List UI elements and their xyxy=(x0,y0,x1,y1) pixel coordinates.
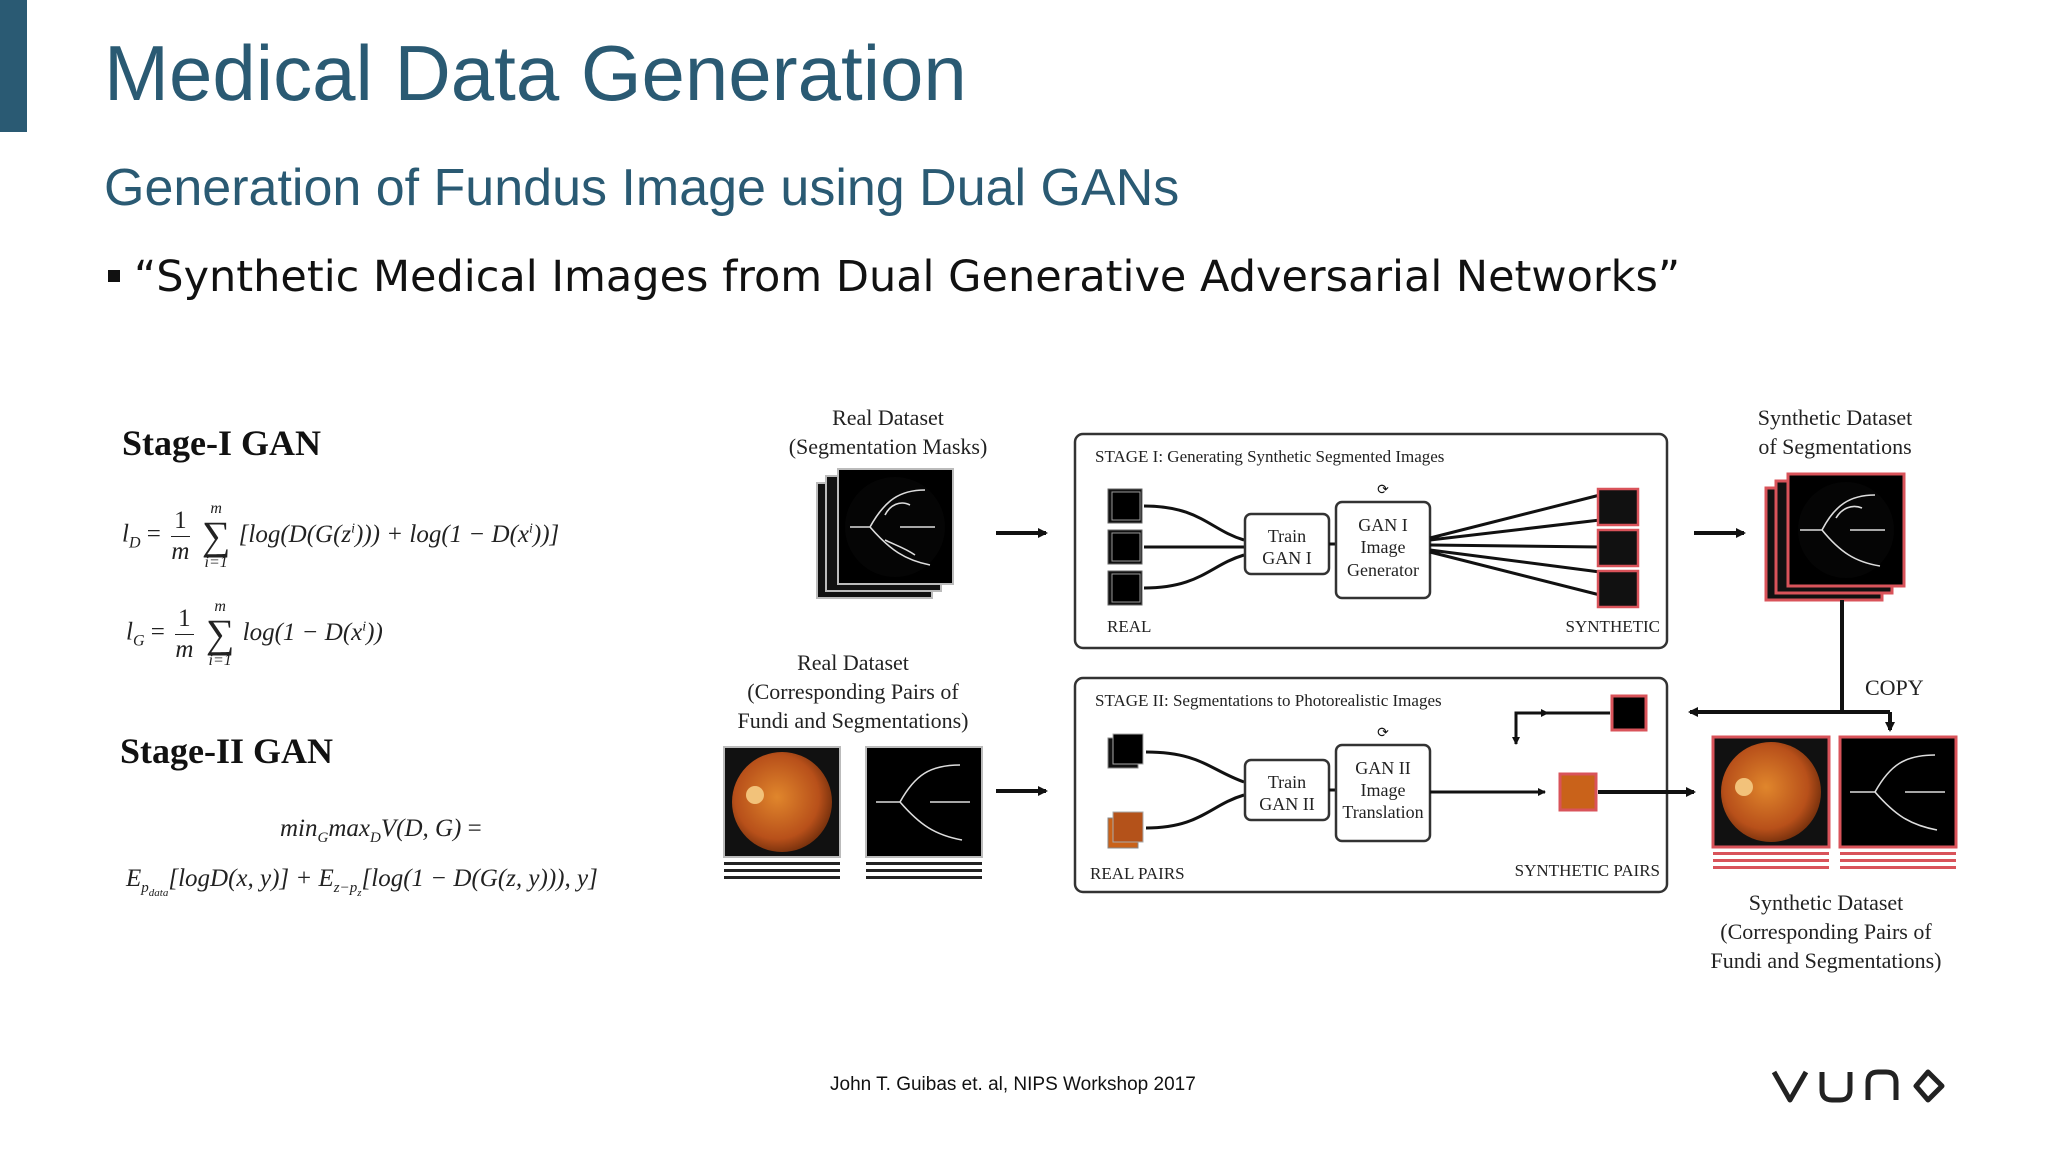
real-fundus-image xyxy=(723,746,841,879)
train-gan1-label-1: Train xyxy=(1268,526,1306,546)
synthetic-seg-stack xyxy=(1764,472,1906,602)
synthetic-segmentation-image xyxy=(1838,735,1958,869)
stage1-input-curves xyxy=(1143,504,1245,590)
arrow-synthseg-to-gan2 xyxy=(1512,711,1610,745)
stage1-box-title: STAGE I: Generating Synthetic Segmented … xyxy=(1095,447,1444,466)
stage2-input-curves xyxy=(1145,750,1245,830)
label-real-pairs: REAL PAIRS xyxy=(1090,864,1185,883)
train-gan1-label-2: GAN I xyxy=(1262,548,1312,568)
stage1-real-thumbs xyxy=(1107,488,1143,606)
stage1-output-lines xyxy=(1429,493,1601,597)
real-masks-label-1: Real Dataset xyxy=(832,405,944,430)
gan1-gen-label-1: GAN I xyxy=(1358,515,1408,535)
train-gan2-label-2: GAN II xyxy=(1259,794,1315,814)
slide-title: Medical Data Generation xyxy=(104,29,967,117)
label-copy: COPY xyxy=(1865,675,1924,700)
real-pairs-label-3: Fundi and Segmentations) xyxy=(738,708,969,733)
synth-pairs-label-1: Synthetic Dataset xyxy=(1749,890,1904,915)
stage2-box-title: STAGE II: Segmentations to Photorealisti… xyxy=(1095,691,1442,710)
train-gan2-label-1: Train xyxy=(1268,772,1306,792)
slide-subtitle: Generation of Fundus Image using Dual GA… xyxy=(104,159,1180,217)
vuno-logo xyxy=(1771,1069,1945,1103)
stage1-synthetic-thumbs xyxy=(1596,487,1640,609)
gan2-gen-label-1: GAN II xyxy=(1355,758,1411,778)
accent-bar xyxy=(0,0,27,132)
stage2-synth-fundus-thumb xyxy=(1558,772,1598,812)
real-pairs-label-2: (Corresponding Pairs of xyxy=(747,679,959,704)
synth-pairs-label-3: Fundi and Segmentations) xyxy=(1711,948,1942,973)
stage2-synth-seg-thumb xyxy=(1610,694,1648,732)
gan2-gen-label-3: Translation xyxy=(1342,802,1423,822)
real-masks-stack xyxy=(816,468,954,599)
bullet-text: “Synthetic Medical Images from Dual Gene… xyxy=(134,252,1681,302)
stage2-heading: Stage-II GAN xyxy=(120,731,333,771)
stage1-heading: Stage-I GAN xyxy=(122,423,321,463)
real-masks-label-2: (Segmentation Masks) xyxy=(789,434,988,459)
minmax-equation: minGmaxDV(D, G) = xyxy=(280,815,482,846)
stage2-real-thumbs xyxy=(1107,733,1144,849)
refresh-icon: ⟳ xyxy=(1377,726,1389,741)
gan1-gen-label-2: Image xyxy=(1361,537,1406,557)
citation: John T. Guibas et. al, NIPS Workshop 201… xyxy=(830,1074,1196,1095)
lD-body: [log(D(G(zi))) + log(1 − D(xi))] xyxy=(238,520,560,548)
bullet-square-icon xyxy=(108,269,120,282)
label-synthetic: SYNTHETIC xyxy=(1566,617,1660,636)
gan2-gen-label-2: Image xyxy=(1361,780,1406,800)
expectation-equation: Epdata[logD(x, y)] + Ez−pz[log(1 − D(G(z… xyxy=(126,865,598,899)
real-pairs-label-1: Real Dataset xyxy=(797,650,909,675)
gan1-gen-label-3: Generator xyxy=(1347,560,1419,580)
synth-pairs-label-2: (Corresponding Pairs of xyxy=(1720,919,1932,944)
refresh-icon: ⟳ xyxy=(1377,483,1389,498)
label-synthetic-pairs: SYNTHETIC PAIRS xyxy=(1515,861,1660,880)
lG-body: log(1 − D(xi)) xyxy=(242,618,383,646)
label-real: REAL xyxy=(1107,617,1151,636)
synthetic-fundus-image xyxy=(1711,735,1831,869)
bullet-item: “Synthetic Medical Images from Dual Gene… xyxy=(108,252,1680,302)
synth-seg-label-1: Synthetic Dataset xyxy=(1758,405,1913,430)
synth-seg-label-2: of Segmentations xyxy=(1758,434,1911,459)
real-segmentation-image xyxy=(865,746,983,879)
